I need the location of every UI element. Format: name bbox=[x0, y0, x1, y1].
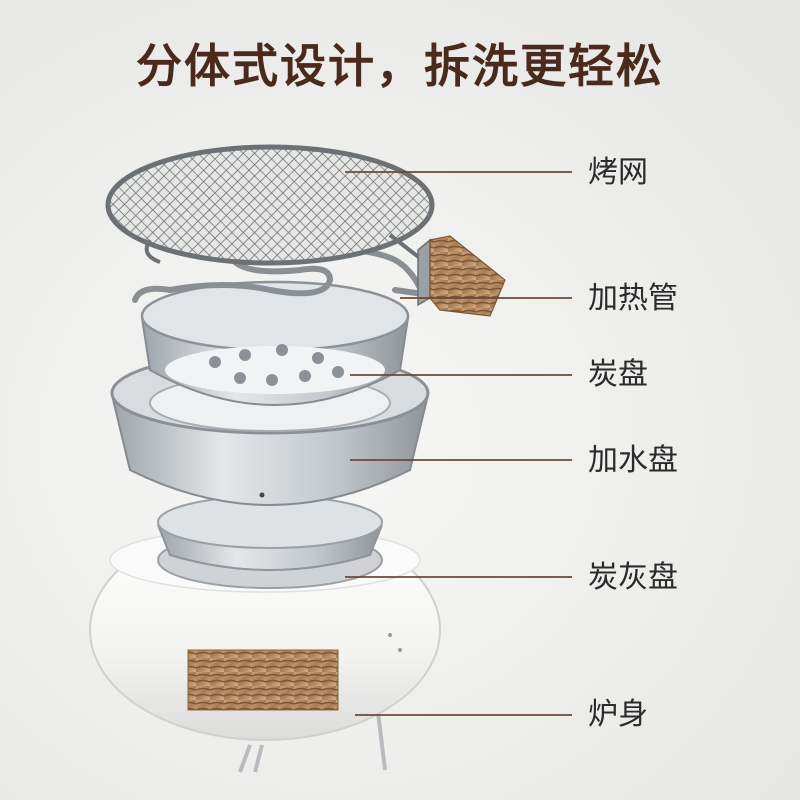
headline: 分体式设计，拆洗更轻松 bbox=[136, 39, 664, 93]
label-stove-body: 炉身 bbox=[588, 697, 648, 732]
leader-lines bbox=[345, 171, 572, 716]
label-charcoal-tray: 炭盘 bbox=[588, 357, 648, 392]
label-heating-tube: 加热管 bbox=[588, 281, 678, 316]
label-water-tray: 加水盘 bbox=[588, 443, 678, 478]
wooden-handle bbox=[417, 235, 506, 317]
grill bbox=[105, 144, 435, 266]
charcoal-tray bbox=[140, 280, 410, 406]
label-ash-tray: 炭灰盘 bbox=[588, 560, 678, 595]
label-grill: 烤网 bbox=[588, 155, 648, 190]
ash-tray bbox=[157, 495, 383, 589]
